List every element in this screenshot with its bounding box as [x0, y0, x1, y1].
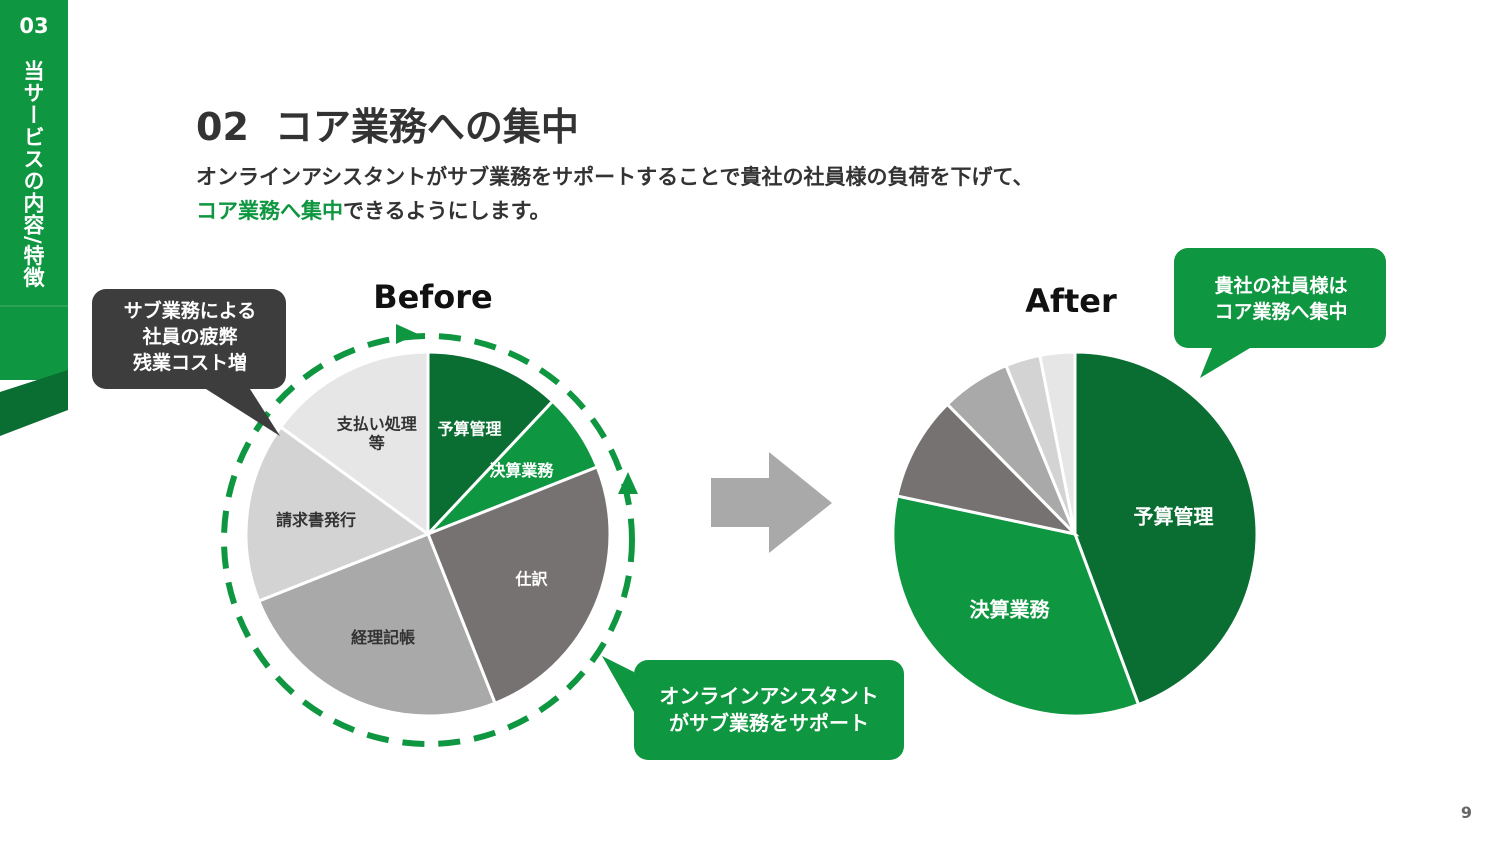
pie-slice-label: 経理記帳 — [351, 628, 415, 647]
pie-slice — [895, 402, 1080, 537]
pie-before-title: Before — [373, 278, 492, 316]
pie-slice-label: 仕訳 — [515, 569, 549, 588]
callout-assist-bubble — [602, 656, 904, 760]
dashed-cycle-circle — [221, 333, 635, 747]
callout-before-bubble — [92, 289, 286, 436]
pie-slice — [891, 494, 1141, 718]
cycle-arrowhead-right — [618, 472, 638, 494]
section-label: 当サービスの内容/特徴 — [21, 60, 45, 289]
section-tab-background — [0, 0, 68, 436]
pie-slice-label: 予算管理 — [438, 420, 502, 439]
transition-arrow-icon — [711, 452, 832, 553]
lead-text: オンラインアシスタントがサブ業務をサポートすることで貴社の社員様の負荷を下げて、… — [196, 160, 1033, 228]
pie-slice — [426, 465, 612, 706]
pie-slice-label: 決算業務 — [489, 461, 554, 480]
callout-assist-text: オンラインアシスタント がサブ業務をサポート — [659, 684, 879, 735]
cycle-arrowhead-top — [396, 324, 418, 344]
pie-slice — [256, 532, 497, 718]
lead-rest: できるようにします。 — [343, 199, 551, 223]
pie-slice-label: 予算管理 — [1134, 504, 1214, 528]
section-tab: 03 当サービスの内容/特徴 — [0, 0, 68, 440]
page-title: 02 コア業務への集中 — [196, 96, 579, 151]
page-number: 9 — [1460, 803, 1472, 822]
pie-slice — [244, 424, 432, 603]
lead-accent: コア業務へ集中 — [196, 199, 343, 223]
page-title-number: 02 — [196, 105, 249, 149]
lead-line-1: オンラインアシスタントがサブ業務をサポートすることで貴社の社員様の負荷を下げて、 — [196, 165, 1034, 189]
section-number: 03 — [19, 14, 49, 38]
callout-before-text: サブ業務による 社員の疲弊 残業コスト増 — [123, 300, 257, 374]
callout-after-text: 貴社の社員様は コア業務へ集中 — [1214, 275, 1348, 323]
pie-slice — [1038, 350, 1077, 535]
callout-after-bubble — [1174, 248, 1386, 378]
pie-slice-label: 請求書発行 — [276, 510, 356, 529]
pie-slice — [426, 350, 555, 538]
pie-slice-label: 支払い処理等 — [336, 414, 417, 452]
pie-slice — [1073, 350, 1259, 707]
pie-after-title: After — [1025, 282, 1117, 320]
page-title-text: コア業務への集中 — [274, 105, 579, 149]
pie-slice — [278, 350, 430, 537]
pie-slice-label: 決算業務 — [970, 598, 1051, 622]
lead-line-2: コア業務へ集中できるようにします。 — [196, 194, 1033, 228]
